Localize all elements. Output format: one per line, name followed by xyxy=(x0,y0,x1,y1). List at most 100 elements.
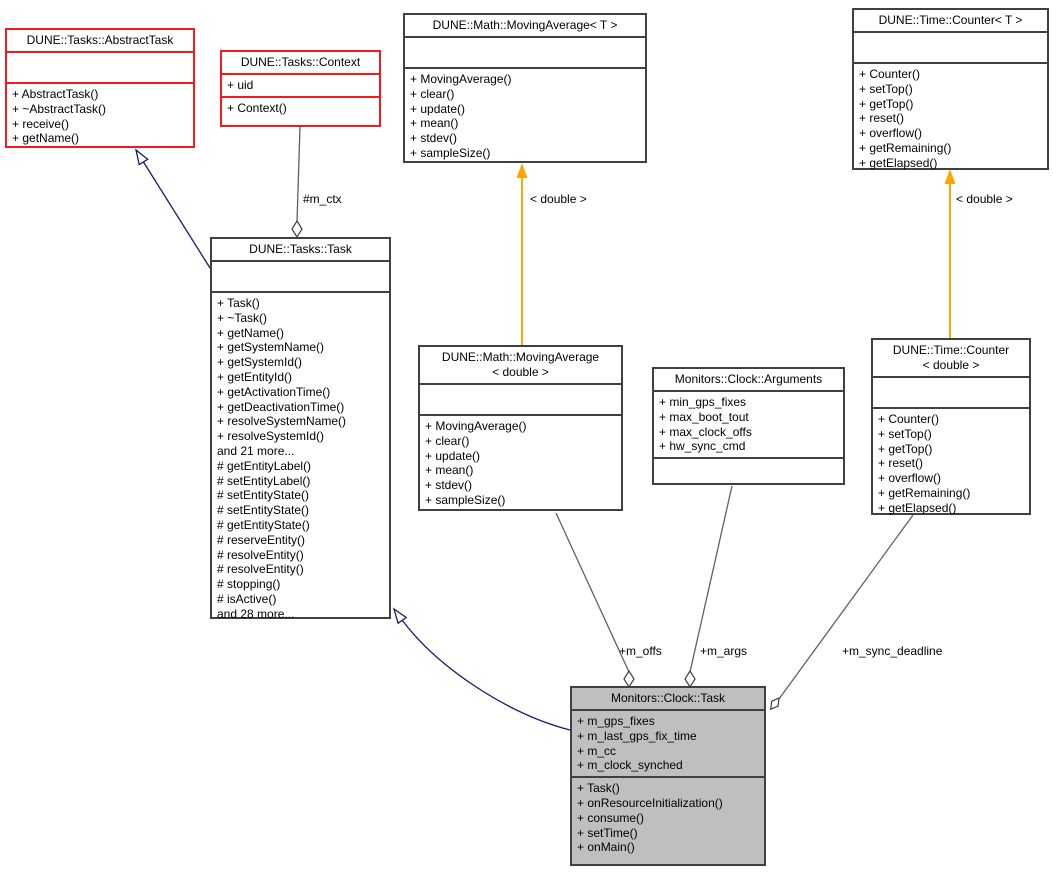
attributes-section xyxy=(873,376,1029,407)
class-title: DUNE::Time::Counter < double > xyxy=(892,343,1010,372)
member-row: + clear() xyxy=(410,86,455,101)
class-dune-tasks-context[interactable]: DUNE::Tasks::Context + uid + Context() xyxy=(220,50,381,127)
member-row: # setEntityState() xyxy=(217,488,310,503)
member-row: + update() xyxy=(425,448,481,463)
member-row: + Context() xyxy=(227,100,287,115)
aggregation-diamond-icon xyxy=(769,697,780,711)
member-row: + getName() xyxy=(217,325,285,340)
member-row: + sampleSize() xyxy=(410,145,491,160)
member-row: + hw_sync_cmd xyxy=(659,439,746,454)
member-row: + m_last_gps_fix_time xyxy=(577,728,697,743)
class-dune-math-movingaverage-double[interactable]: DUNE::Math::MovingAverage < double > + M… xyxy=(418,345,623,511)
member-row: + Counter() xyxy=(859,67,921,81)
aggregation-diamond-icon xyxy=(291,219,303,239)
edge-label-template-double-right: < double > xyxy=(956,192,1013,206)
member-row: # reserveEntity() xyxy=(217,532,306,547)
member-row: + setTop() xyxy=(859,81,913,96)
member-row: + MovingAverage() xyxy=(410,72,512,86)
edge-label-m-offs: +m_offs xyxy=(619,644,662,658)
template-arrowhead-icon xyxy=(516,163,528,178)
member-row: + Task() xyxy=(577,781,620,796)
edge-label-template-double-left: < double > xyxy=(530,192,587,206)
methods-section: + MovingAverage()+ clear()+ update()+ me… xyxy=(420,414,621,511)
aggregation-diamond-icon xyxy=(623,669,635,689)
member-row: + onResourceInitialization() xyxy=(577,795,723,810)
member-row: + sampleSize() xyxy=(425,492,506,507)
member-row: + getSystemId() xyxy=(217,355,303,370)
member-row: + update() xyxy=(410,101,466,116)
methods-section: + MovingAverage()+ clear()+ update()+ me… xyxy=(405,67,645,164)
template-arrowhead-icon xyxy=(944,169,956,184)
methods-section xyxy=(654,457,843,483)
member-row: + mean() xyxy=(410,116,459,131)
member-row: + stdev() xyxy=(410,131,458,146)
usage-edge-m-args xyxy=(689,485,733,673)
member-row: + getRemaining() xyxy=(859,140,952,155)
member-row: # resolveEntity() xyxy=(217,562,304,577)
class-title: DUNE::Math::MovingAverage< T > xyxy=(432,18,618,32)
class-monitors-clock-task[interactable]: Monitors::Clock::Task + m_gps_fixes+ m_l… xyxy=(570,686,766,866)
member-row: + stdev() xyxy=(425,478,473,493)
inheritance-edge-task-abstracttask xyxy=(142,161,211,269)
member-row: + getRemaining() xyxy=(878,485,971,500)
member-row: + ~AbstractTask() xyxy=(12,101,107,116)
methods-section: + Counter()+ setTop()+ getTop()+ reset()… xyxy=(873,407,1029,519)
methods-section: + Counter()+ setTop()+ getTop()+ reset()… xyxy=(854,62,1047,174)
member-row: + overflow() xyxy=(859,126,923,141)
class-dune-time-counter-double[interactable]: DUNE::Time::Counter < double > + Counter… xyxy=(871,338,1031,515)
member-row: and 28 more... xyxy=(217,606,295,621)
member-row: + uid xyxy=(227,78,254,92)
member-row: + reset() xyxy=(859,111,905,126)
usage-edge-m-ctx xyxy=(296,126,301,223)
class-title: DUNE::Math::MovingAverage < double > xyxy=(441,350,600,379)
edge-label-m-ctx: #m_ctx xyxy=(303,192,342,206)
class-monitors-clock-arguments[interactable]: Monitors::Clock::Arguments + min_gps_fix… xyxy=(652,367,845,485)
member-row: + AbstractTask() xyxy=(12,87,99,101)
member-row: + Task() xyxy=(217,296,260,310)
member-row: # isActive() xyxy=(217,591,277,606)
class-title: DUNE::Tasks::AbstractTask xyxy=(26,33,174,47)
inheritance-arrowhead-icon xyxy=(134,148,149,166)
member-row: + getElapsed() xyxy=(878,500,957,515)
member-row: + m_cc xyxy=(577,743,617,758)
attributes-section xyxy=(212,260,389,291)
member-row: and 21 more... xyxy=(217,443,295,458)
member-row: + resolveSystemName() xyxy=(217,414,347,429)
member-row: + getTop() xyxy=(859,96,914,111)
member-row: + setTime() xyxy=(577,825,638,840)
usage-edge-m-sync-deadline xyxy=(778,514,914,700)
member-row: # stopping() xyxy=(217,577,281,592)
attributes-section xyxy=(7,51,193,82)
member-row: + m_clock_synched xyxy=(577,758,683,773)
class-title: DUNE::Tasks::Task xyxy=(249,242,352,256)
member-row: # setEntityState() xyxy=(217,503,310,518)
member-row: + resolveSystemId() xyxy=(217,429,325,444)
edge-label-m-sync-deadline: +m_sync_deadline xyxy=(842,644,943,658)
methods-section: + Context() xyxy=(222,95,379,125)
class-dune-tasks-abstracttask[interactable]: DUNE::Tasks::AbstractTask + AbstractTask… xyxy=(5,28,195,148)
member-row: + getElapsed() xyxy=(859,155,938,170)
attributes-section xyxy=(854,31,1047,62)
edge-label-m-args: +m_args xyxy=(700,644,748,658)
class-title: Monitors::Clock::Task xyxy=(610,691,726,705)
member-row: + max_clock_offs xyxy=(659,424,752,439)
member-row: + MovingAverage() xyxy=(425,419,527,433)
attributes-section xyxy=(405,36,645,67)
member-row: + max_boot_tout xyxy=(659,409,749,424)
member-row: + Counter() xyxy=(878,412,940,426)
member-row: + reset() xyxy=(878,456,924,471)
inheritance-arrowhead-icon xyxy=(392,607,408,625)
member-row: # getEntityState() xyxy=(217,517,310,532)
class-dune-time-counter-t[interactable]: DUNE::Time::Counter< T > + Counter()+ se… xyxy=(852,8,1049,170)
member-row: + ~Task() xyxy=(217,310,268,325)
class-dune-math-movingaverage-t[interactable]: DUNE::Math::MovingAverage< T > + MovingA… xyxy=(403,13,647,163)
usage-edge-m-offs xyxy=(555,512,630,673)
member-row: + setTop() xyxy=(878,426,932,441)
member-row: + mean() xyxy=(425,463,474,478)
attributes-section: + min_gps_fixes+ max_boot_tout+ max_cloc… xyxy=(654,390,843,457)
member-row: + receive() xyxy=(12,116,70,131)
class-dune-tasks-task[interactable]: DUNE::Tasks::Task + Task()+ ~Task()+ get… xyxy=(210,237,391,621)
member-row: + getActivationTime() xyxy=(217,384,331,399)
member-row: + getEntityId() xyxy=(217,369,293,384)
member-row: + overflow() xyxy=(878,471,942,486)
